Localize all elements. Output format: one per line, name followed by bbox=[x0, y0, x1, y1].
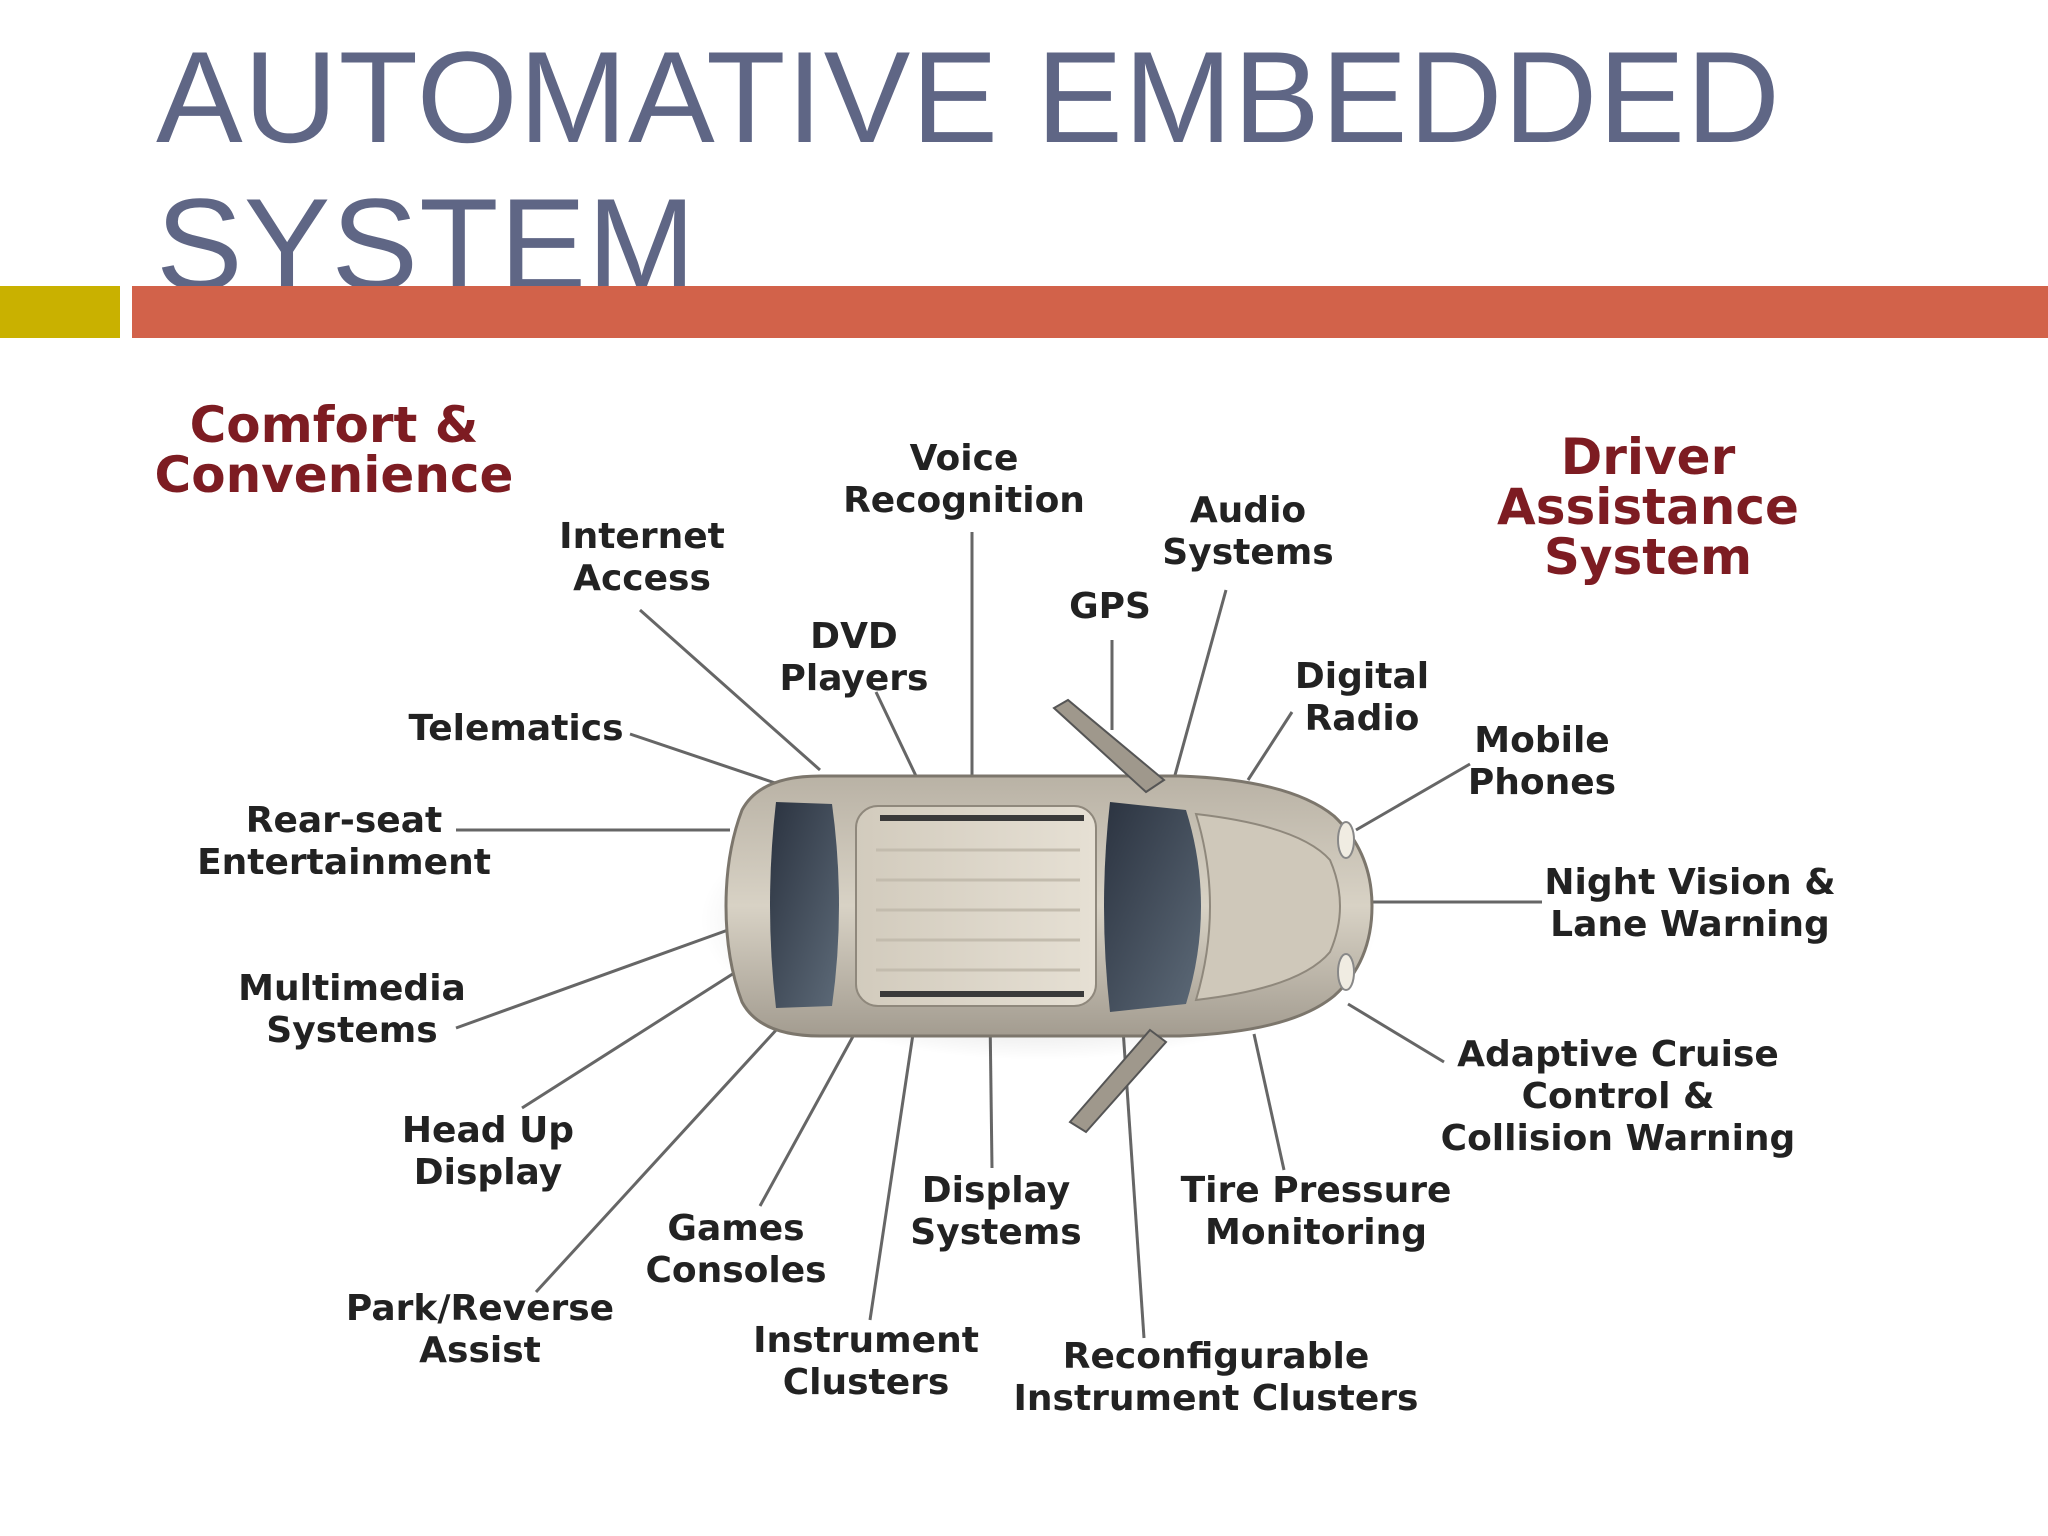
label-audio-systems: Audio Systems bbox=[1162, 490, 1334, 573]
games-line bbox=[758, 1019, 864, 1207]
telematics-line bbox=[629, 732, 791, 790]
automotive-diagram: Comfort & Convenience Driver Assistance … bbox=[0, 340, 2048, 1536]
label-games-consoles: Games Consoles bbox=[645, 1208, 827, 1291]
label-reconfigurable-instrument-clusters: Reconfigurable Instrument Clusters bbox=[1013, 1336, 1419, 1419]
radio-line bbox=[1246, 711, 1294, 781]
label-park-reverse-assist: Park/Reverse Assist bbox=[345, 1288, 615, 1371]
label-multimedia-systems: Multimedia Systems bbox=[238, 968, 466, 1051]
label-display-systems: Display Systems bbox=[910, 1170, 1082, 1253]
dvd-line bbox=[874, 691, 918, 777]
diagram-graphics bbox=[455, 532, 1542, 1339]
label-rear-seat-entertainment: Rear-seat Entertainment bbox=[197, 800, 491, 883]
acc-line bbox=[1347, 1002, 1445, 1064]
label-internet-access: Internet Access bbox=[559, 516, 725, 599]
label-voice-recognition: Voice Recognition bbox=[843, 438, 1085, 521]
label-adaptive-cruise-control: Adaptive Cruise Control & Collision Warn… bbox=[1440, 1034, 1796, 1159]
tire-line bbox=[1252, 1033, 1286, 1171]
label-mobile-phones: Mobile Phones bbox=[1467, 720, 1617, 803]
internet-line bbox=[639, 608, 821, 772]
instrument-line bbox=[868, 1013, 918, 1321]
label-night-vision-lane-warning: Night Vision & Lane Warning bbox=[1544, 862, 1836, 945]
label-telematics: Telematics bbox=[408, 708, 624, 749]
park-line bbox=[534, 1002, 802, 1294]
title-underline-bar bbox=[132, 286, 2048, 338]
label-head-up-display: Head Up Display bbox=[401, 1110, 575, 1193]
heading-driver-assistance: Driver Assistance System bbox=[1497, 428, 1799, 586]
minivan-icon bbox=[700, 698, 1380, 1134]
heading-comfort-convenience: Comfort & Convenience bbox=[154, 396, 514, 504]
slide-title-line1: AUTOMATIVE EMBEDDED bbox=[156, 24, 1781, 170]
hud-line bbox=[521, 966, 743, 1110]
label-dvd-players: DVD Players bbox=[779, 616, 929, 699]
label-instrument-clusters: Instrument Clusters bbox=[753, 1320, 979, 1403]
label-digital-radio: Digital Radio bbox=[1294, 656, 1430, 739]
audio-line bbox=[1170, 589, 1228, 787]
label-tire-pressure-monitoring: Tire Pressure Monitoring bbox=[1180, 1170, 1452, 1253]
multimedia-line bbox=[455, 928, 729, 1030]
title-accent-block bbox=[0, 286, 120, 338]
mobile-line bbox=[1355, 762, 1471, 832]
label-gps: GPS bbox=[1069, 586, 1151, 627]
slide-title: AUTOMATIVE EMBEDDED SYSTEM bbox=[156, 24, 1856, 318]
